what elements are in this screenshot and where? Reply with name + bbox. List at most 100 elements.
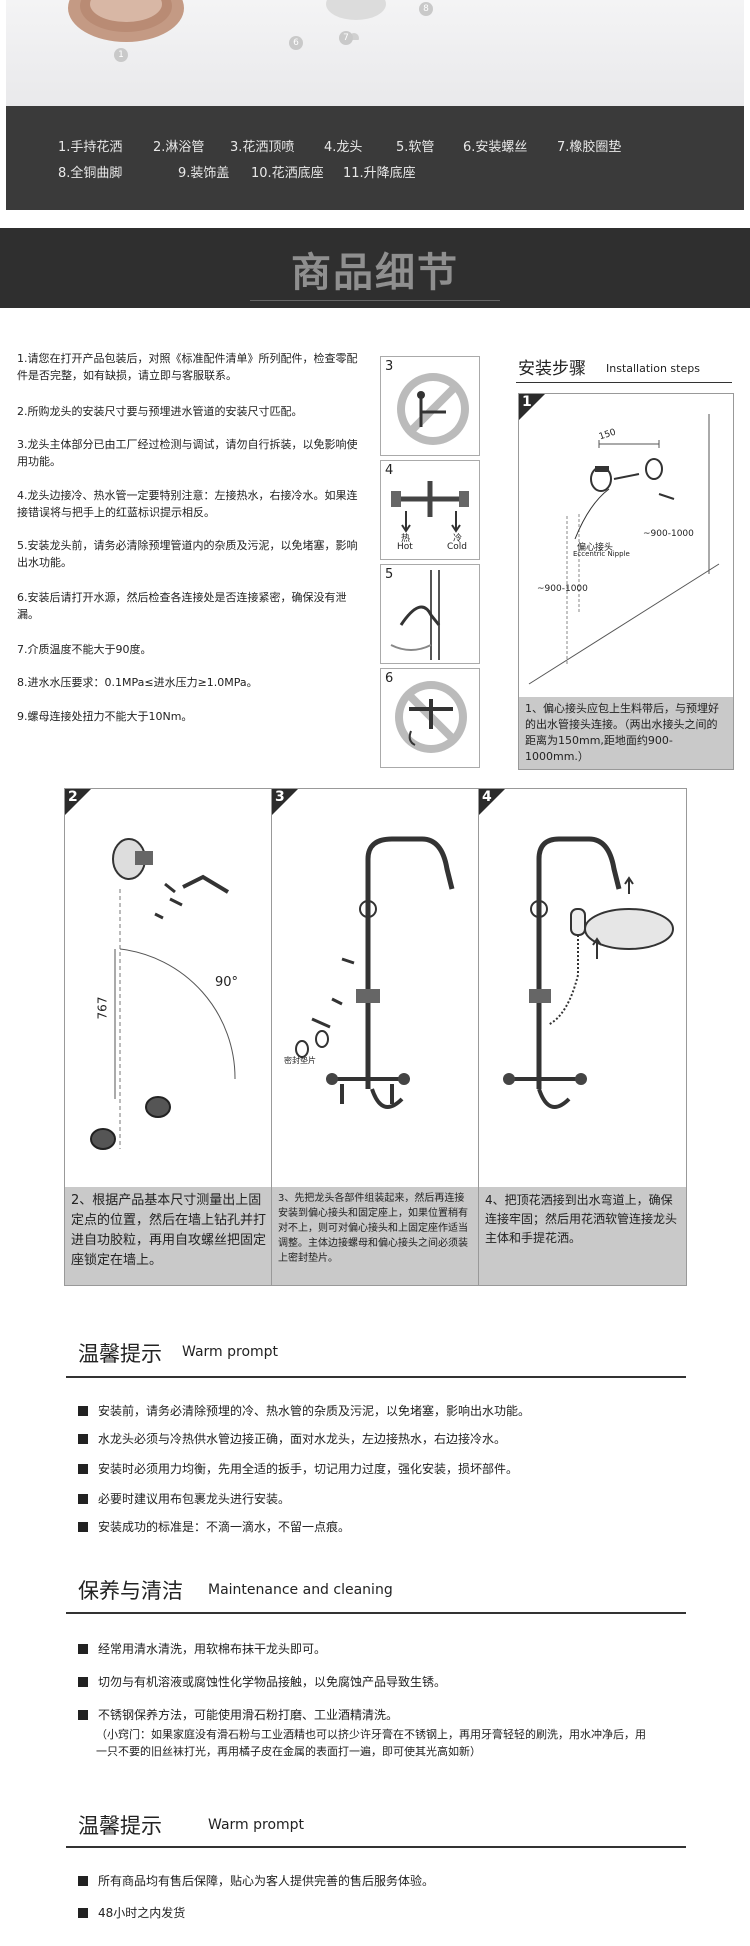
step-1-caption: 1、偏心接头应包上生料带后，与预埋好的出水管接头连接。（两出水接头之间的距离为1… <box>519 697 733 769</box>
legend-item: 4.龙头 <box>324 140 363 155</box>
no-disassemble-icon <box>397 373 469 445</box>
mini-step-3: 3 <box>380 356 480 456</box>
note-item: 3.龙头主体部分已由工厂经过检测与调试，请勿自行拆装，以免影响使用功能。 <box>17 438 358 468</box>
steps-underline <box>516 382 732 383</box>
eccentric-nipple-en-label: Eccentric Nipple <box>573 550 630 558</box>
tip-item: 必要时建议用布包裹龙头进行安装。 <box>78 1490 290 1507</box>
step-number-badge: 4 <box>479 789 505 815</box>
install-steps-title: 安装步骤 <box>518 359 586 379</box>
tip-text: 安装成功的标准是：不滴一滴水，不留一点痕。 <box>98 1520 351 1534</box>
dim-767: 767 <box>95 996 110 1020</box>
warm-prompt-title-2: 温馨提示 <box>78 1814 162 1838</box>
note-item: 7.介质温度不能大于90度。 <box>17 643 152 656</box>
note-item: 9.螺母连接处扭力不能大于10Nm。 <box>17 710 193 723</box>
note-item: 8.进水水压要求：0.1MPa≤进水压力≥1.0MPa。 <box>17 676 258 689</box>
care-text: 经常用清水清洗，用软棉布抹干龙头即可。 <box>98 1642 327 1656</box>
step-number: 3 <box>275 789 285 805</box>
tip-text: 安装时必须用力均衡，先用全适的扳手，切记用力过度，强化安装，损坏部件。 <box>98 1462 519 1476</box>
legend-item: 2.淋浴管 <box>153 140 205 155</box>
service-item: 所有商品均有售后保障，贴心为客人提供完善的售后服务体验。 <box>78 1872 434 1889</box>
bullet-icon <box>78 1876 88 1886</box>
mini-step-number: 5 <box>385 567 394 582</box>
hot-label: 热 <box>401 534 411 544</box>
eccentric-nipple-label: 偏心接头 <box>577 543 614 553</box>
care-text: 不锈钢保养方法，可能使用滑石粉打磨、工业酒精清洗。 <box>98 1708 399 1722</box>
legend-item: 5.软管 <box>396 140 435 155</box>
bullet-icon <box>78 1464 88 1474</box>
step-number: 1 <box>522 394 532 410</box>
step-panel-4: 4 4、把顶花洒接到出水弯道上，确保连接牢固；然后用花洒软管连接龙头主体和手提花… <box>478 788 687 1286</box>
marker-6: 6 <box>289 36 303 50</box>
tip-item: 水龙头必须与冷热供水管边接正确，面对水龙头，左边接热水，右边接冷水。 <box>78 1430 506 1447</box>
tip-text: 水龙头必须与冷热供水管边接正确，面对水龙头，左边接热水，右边接冷水。 <box>98 1432 507 1446</box>
parts-legend: 1.手持花洒 2.淋浴管 3.花洒顶喷 4.龙头 5.软管 6.安装螺丝 7.橡… <box>6 106 744 210</box>
step-number-badge: 3 <box>272 789 298 815</box>
mini-step-number: 6 <box>385 671 394 686</box>
leak-check-icon <box>395 681 467 753</box>
step-2-diagram <box>90 838 236 1150</box>
bullet-icon <box>78 1710 88 1720</box>
legend-item: 9.装饰盖 <box>178 166 230 181</box>
shower-head-image <box>68 0 184 42</box>
tip-item: 安装时必须用力均衡，先用全适的扳手，切记用力过度，强化安装，损坏部件。 <box>78 1460 518 1477</box>
bullet-icon <box>78 1644 88 1654</box>
legend-item: 7.橡胶圈垫 <box>557 140 622 155</box>
warm-prompt-subtitle: Warm prompt <box>182 1344 279 1360</box>
care-item: 经常用清水清洗，用软棉布抹干龙头即可。 <box>78 1640 326 1657</box>
tip-item: 安装成功的标准是：不滴一滴水，不留一点痕。 <box>78 1518 350 1535</box>
care-item: 不锈钢保养方法，可能使用滑石粉打磨、工业酒精清洗。 <box>78 1706 398 1723</box>
seal-gasket-label: 密封垫片 <box>284 1056 316 1065</box>
dim-height-left: ~900-1000 <box>537 584 588 594</box>
legend-item: 10.花洒底座 <box>251 166 324 181</box>
dim-height-right: ~900-1000 <box>643 529 694 539</box>
care-tip: （小窍门：如果家庭没有滑石粉与工业酒精也可以挤少许牙膏在不锈钢上，再用牙膏轻轻的… <box>96 1728 646 1758</box>
step-number-badge: 1 <box>519 394 545 420</box>
product-photo-strip: 1 6 7 8 <box>6 0 744 106</box>
angle-90: 90° <box>215 975 239 990</box>
fitting-image <box>326 0 386 40</box>
marker-8: 8 <box>419 2 433 16</box>
legend-item: 8.全铜曲脚 <box>58 166 123 181</box>
maintenance-title: 保养与清洁 <box>78 1579 183 1603</box>
cold-en-label: Cold <box>447 542 468 552</box>
step-panel-1: 1 150 ~900-1000 ~900-1000 偏心接头 Eccentric… <box>518 393 734 770</box>
mini-step-6: 6 <box>380 668 480 768</box>
legend-item: 6.安装螺丝 <box>463 140 528 155</box>
legend-item: 11.升降底座 <box>343 166 416 181</box>
warm-prompt-title: 温馨提示 <box>78 1342 162 1366</box>
step-panel-3: 3 密封垫片 3、先把龙头各部件组装起来，然后再连接安装到偏心接头和固定座上，如… <box>271 788 480 1286</box>
care-item: 切勿与有机溶液或腐蚀性化学物品接触，以免腐蚀产品导致生锈。 <box>78 1673 446 1690</box>
service-text: 48小时之内发货 <box>98 1906 186 1920</box>
tip-item: 安装前，请务必清除预埋的冷、热水管的杂质及污泥，以免堵塞，影响出水功能。 <box>78 1402 530 1419</box>
care-text: 切勿与有机溶液或腐蚀性化学物品接触，以免腐蚀产品导致生锈。 <box>98 1675 447 1689</box>
bullet-icon <box>78 1908 88 1918</box>
note-item: 6.安装后请打开水源，然后检查各连接处是否连接紧密，确保没有泄漏。 <box>17 591 347 621</box>
section-title: 商品细节 <box>291 250 459 296</box>
tip-text: 安装前，请务必清除预埋的冷、热水管的杂质及污泥，以免堵塞，影响出水功能。 <box>98 1404 531 1418</box>
marker-1: 1 <box>114 48 128 62</box>
tip-text: 必要时建议用布包裹龙头进行安装。 <box>98 1492 291 1506</box>
note-item: 1.请您在打开产品包装后，对照《标准配件清单》所列配件，检查零配件是否完整，如有… <box>17 352 358 382</box>
section-divider <box>66 1846 686 1848</box>
banner-underline <box>250 300 500 301</box>
step-4-diagram <box>503 836 674 1109</box>
step-3-diagram <box>295 836 455 1109</box>
marker-7: 7 <box>339 31 353 45</box>
section-divider <box>66 1612 686 1614</box>
mini-step-4: 4 热 Hot 冷 Cold <box>380 460 480 560</box>
bullet-icon <box>78 1522 88 1532</box>
install-steps-subtitle: Installation steps <box>606 362 700 375</box>
bullet-icon <box>78 1677 88 1687</box>
note-item: 5.安装龙头前，请务必清除预埋管道内的杂质及污泥，以免堵塞，影响出水功能。 <box>17 539 358 569</box>
step-number-badge: 2 <box>65 789 91 815</box>
warm-prompt-subtitle-2: Warm prompt <box>208 1817 305 1833</box>
service-text: 所有商品均有售后保障，贴心为客人提供完善的售后服务体验。 <box>98 1874 435 1888</box>
mini-step-number: 4 <box>385 463 394 478</box>
mini-step-number: 3 <box>385 359 394 374</box>
step-number: 2 <box>68 789 78 805</box>
bullet-icon <box>78 1406 88 1416</box>
cold-label: 冷 <box>453 534 463 544</box>
section-banner <box>0 228 750 308</box>
service-item: 48小时之内发货 <box>78 1904 185 1921</box>
maintenance-subtitle: Maintenance and cleaning <box>208 1582 393 1598</box>
